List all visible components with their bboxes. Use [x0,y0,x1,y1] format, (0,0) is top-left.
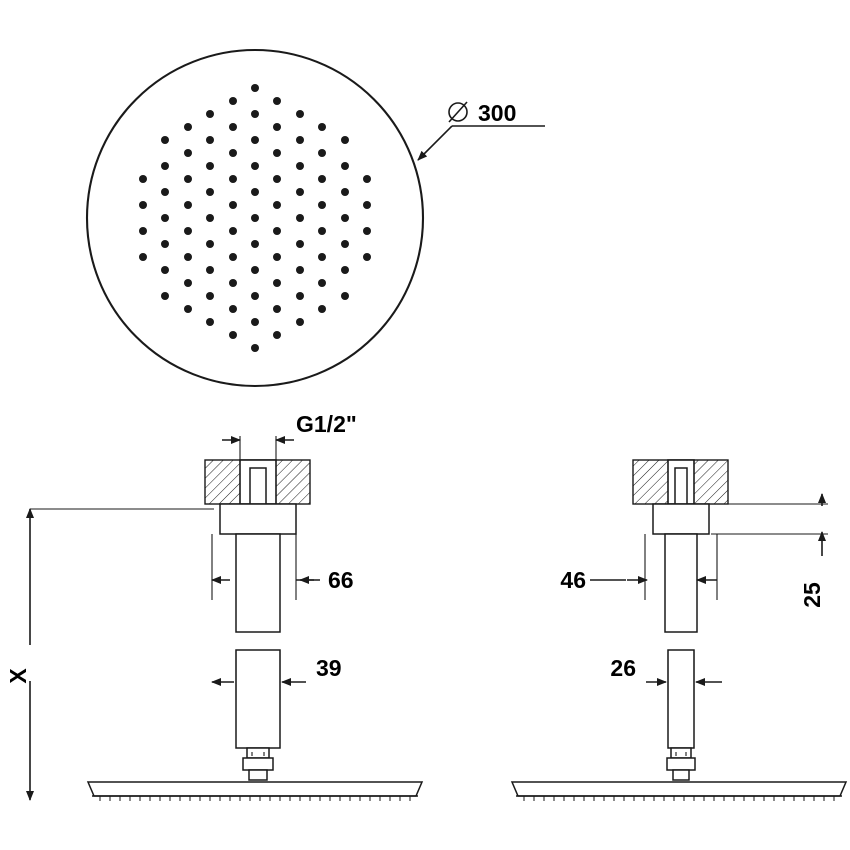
dim-46-label: 46 [560,567,586,593]
arm-right [664,533,698,633]
head-plate-right [510,781,848,801]
ball-joint-right [666,747,696,781]
side-view-left: G1/2" 66 39 [26,411,424,801]
top-view-shower-head: 300 [85,48,545,388]
stem-right [667,649,695,749]
dim-39: 39 [211,650,342,700]
side-view-right: 46 26 25 [510,459,848,801]
ball-joint-left [242,747,274,781]
dim-diameter-label: 300 [478,100,516,126]
dim-46: 46 [560,534,718,600]
dim-thread-g12: G1/2" [222,411,357,462]
shower-head-outline [85,48,425,388]
head-plate-left [86,781,424,801]
diameter-symbol-icon [448,101,468,123]
dim-thread-label: G1/2" [296,411,357,437]
collar-right [652,503,710,535]
stem-left [235,649,281,749]
collar-left [219,503,297,535]
dim-66-label: 66 [328,567,354,593]
dim-26: 26 [610,650,722,700]
nozzle-pattern [139,84,371,352]
dim-66: 66 [211,534,354,600]
dim-25: 25 [711,493,828,556]
dim-39-label: 39 [316,655,342,681]
arm-left [235,533,281,633]
dim-26-label: 26 [610,655,636,681]
dim-x-height: X [26,508,214,801]
diameter-leader [417,125,545,161]
